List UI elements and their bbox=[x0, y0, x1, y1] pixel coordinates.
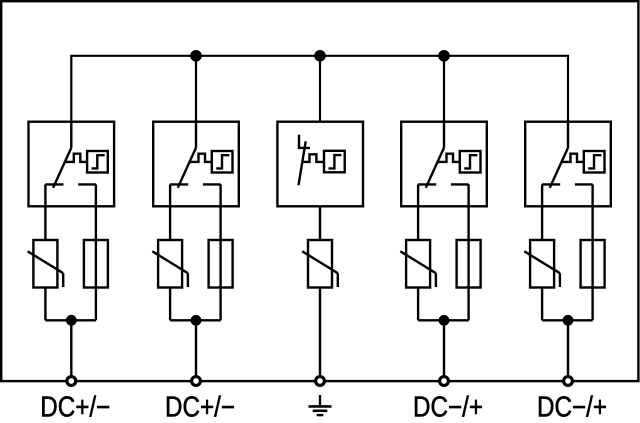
svg-text:DC+/−: DC+/− bbox=[40, 390, 110, 422]
svg-text:DC+/−: DC+/− bbox=[165, 390, 235, 422]
svg-text:DC−/+: DC−/+ bbox=[413, 390, 483, 422]
svg-text:DC−/+: DC−/+ bbox=[537, 390, 607, 422]
